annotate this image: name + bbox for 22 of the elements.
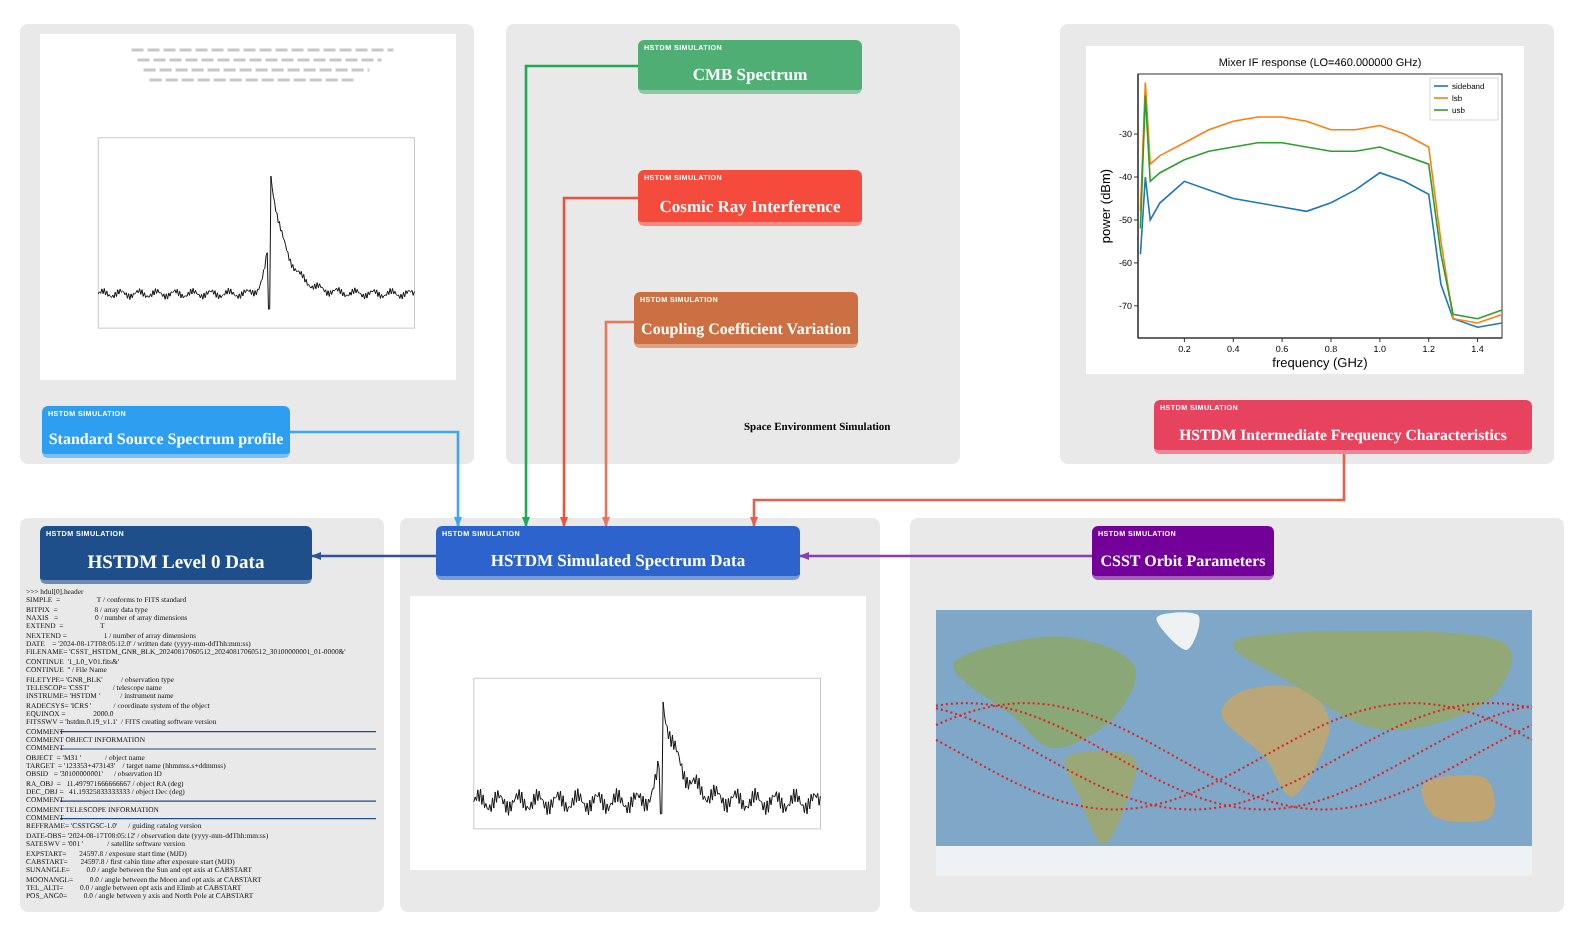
arrow	[798, 551, 1092, 561]
node-title: CMB Spectrum	[690, 64, 810, 84]
process-box	[1154, 400, 1532, 454]
arrow	[310, 551, 436, 561]
arrow	[749, 454, 1346, 528]
arrow	[601, 320, 634, 528]
node-title: Coupling Coefficient Variation	[639, 320, 853, 338]
node-title: Standard Source Spectrum profile	[46, 430, 286, 448]
process-box	[436, 526, 800, 580]
process-box	[638, 40, 862, 94]
node-title: HSTDM Level 0 Data	[85, 554, 267, 574]
node-title: CSST Orbit Parameters	[1098, 552, 1268, 570]
arrow	[290, 430, 463, 528]
process-box	[42, 406, 290, 458]
process-box	[634, 292, 858, 348]
arrow	[559, 196, 638, 528]
process-box	[1092, 526, 1274, 580]
arrow	[521, 64, 638, 528]
process-box	[40, 526, 312, 584]
node-title: Cosmic Ray Interference	[657, 196, 843, 216]
node-title: HSTDM Simulated Spectrum Data	[488, 550, 748, 570]
process-box	[638, 170, 862, 226]
